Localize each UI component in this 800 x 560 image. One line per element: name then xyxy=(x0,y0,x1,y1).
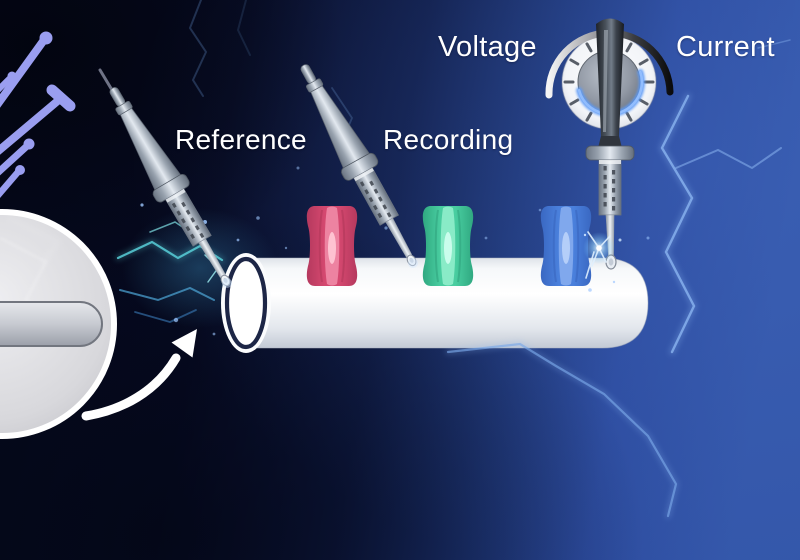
recording-label: Recording xyxy=(383,124,514,155)
reference-tip-glow xyxy=(222,278,232,288)
axon-tube-opening xyxy=(221,253,271,353)
reference-label: Reference xyxy=(175,124,307,155)
voltage-label: Voltage xyxy=(438,31,537,63)
axon-stub xyxy=(0,301,103,347)
soma-magnifier-circle xyxy=(0,209,117,439)
neuron-dendrites-icon xyxy=(0,31,114,198)
lightning-bolt-right xyxy=(658,39,791,355)
ion-channel-pink-icon xyxy=(306,206,358,286)
spark-glow xyxy=(583,231,622,292)
current-label: Current xyxy=(676,31,775,63)
ion-channel-blue-icon xyxy=(540,206,592,286)
recording-electrode xyxy=(286,55,432,275)
measurement-electrode xyxy=(585,18,635,270)
lightning-bolt-below-tube xyxy=(445,341,679,519)
voltage-current-gauge xyxy=(545,29,674,130)
recording-tip-glow xyxy=(408,258,418,268)
zoom-arrow xyxy=(81,329,197,421)
ion-channel-green-icon xyxy=(422,206,474,286)
